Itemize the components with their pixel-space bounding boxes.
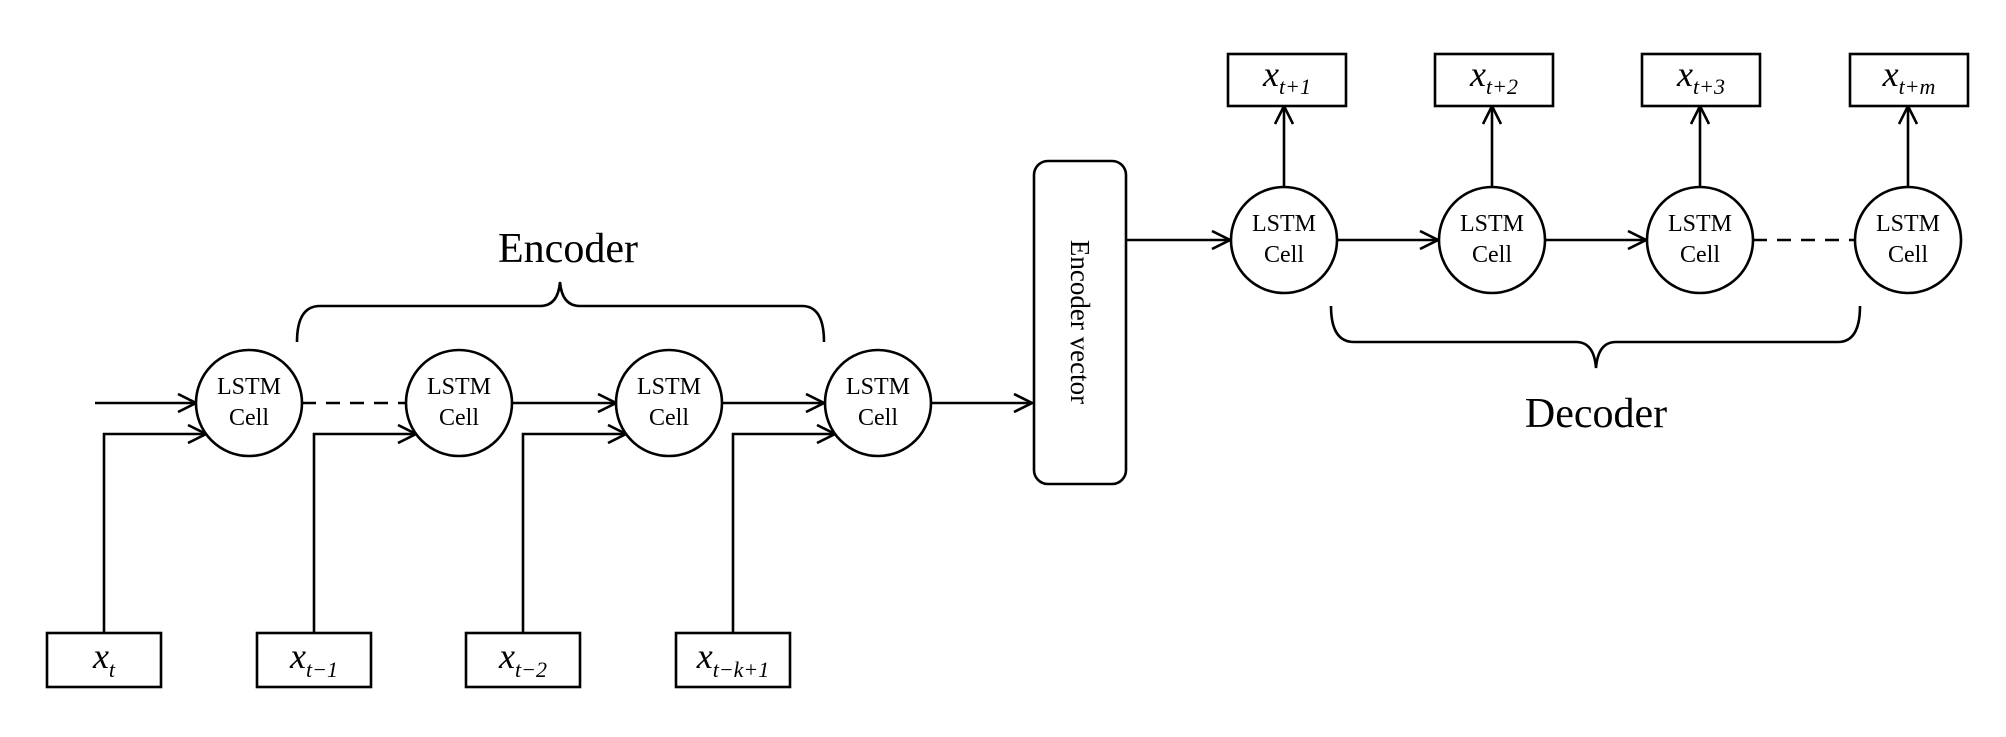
svg-text:xt+3: xt+3 (1676, 54, 1725, 99)
input-box-3: xt−2 (464, 631, 582, 689)
decoder-lstm-cell-4: LSTM Cell (1853, 185, 1963, 295)
input-connector-2 (312, 434, 416, 633)
svg-text:Cell: Cell (229, 405, 269, 431)
decoder-brace (1329, 305, 1862, 369)
encoder-label: Encoder (498, 226, 638, 272)
svg-text:Cell: Cell (439, 405, 479, 431)
svg-text:Cell: Cell (858, 405, 898, 431)
output-box-1: xt+1 (1226, 52, 1348, 108)
decoder-label: Decoder (1525, 391, 1667, 437)
svg-text:LSTM: LSTM (846, 374, 910, 400)
svg-text:xt−k+1: xt−k+1 (696, 636, 770, 682)
output-box-3: xt+3 (1640, 52, 1762, 108)
svg-text:xt: xt (92, 636, 116, 682)
output-box-4: xt+m (1848, 52, 1970, 108)
svg-text:LSTM: LSTM (217, 374, 281, 400)
decoder-lstm-cell-1: LSTM Cell (1229, 185, 1339, 295)
svg-text:LSTM: LSTM (1252, 211, 1316, 237)
svg-text:xt−1: xt−1 (289, 636, 338, 682)
input-box-4: xt−k+1 (674, 631, 792, 689)
input-connector-1 (102, 434, 206, 633)
input-connector-4 (731, 434, 835, 633)
decoder-lstm-cell-3: LSTM Cell (1645, 185, 1755, 295)
svg-text:Cell: Cell (649, 405, 689, 431)
svg-text:Cell: Cell (1264, 242, 1304, 268)
output-box-2: xt+2 (1433, 52, 1555, 108)
encoder-vector-box: Encoder vector (1032, 159, 1128, 486)
svg-text:xt−2: xt−2 (498, 636, 547, 682)
encoder-lstm-cell-1: LSTM Cell (194, 348, 304, 458)
input-box-1: xt (45, 631, 163, 689)
svg-text:LSTM: LSTM (637, 374, 701, 400)
svg-text:Cell: Cell (1888, 242, 1928, 268)
encoder-lstm-cell-4: LSTM Cell (823, 348, 933, 458)
svg-text:LSTM: LSTM (1668, 211, 1732, 237)
svg-text:xt+2: xt+2 (1469, 54, 1518, 99)
svg-text:Encoder vector: Encoder vector (1065, 240, 1095, 404)
svg-text:xt+m: xt+m (1882, 54, 1936, 99)
encoder-lstm-cell-3: LSTM Cell (614, 348, 724, 458)
decoder-lstm-cell-2: LSTM Cell (1437, 185, 1547, 295)
input-connector-3 (521, 434, 626, 633)
svg-text:LSTM: LSTM (427, 374, 491, 400)
svg-text:xt+1: xt+1 (1262, 54, 1311, 99)
svg-text:LSTM: LSTM (1876, 211, 1940, 237)
encoder-brace (295, 281, 826, 343)
input-box-2: xt−1 (255, 631, 373, 689)
svg-text:Cell: Cell (1680, 242, 1720, 268)
encoder-lstm-cell-2: LSTM Cell (404, 348, 514, 458)
svg-text:LSTM: LSTM (1460, 211, 1524, 237)
svg-text:Cell: Cell (1472, 242, 1512, 268)
